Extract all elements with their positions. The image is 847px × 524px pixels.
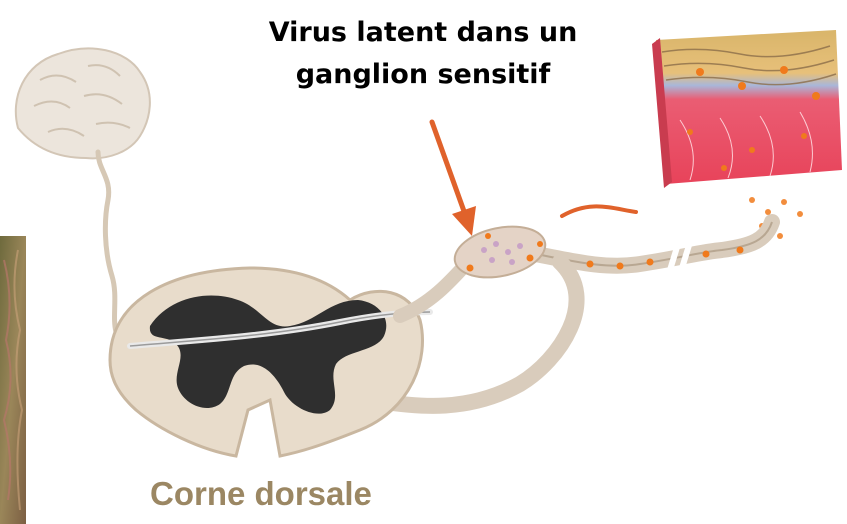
dorsal-root [400, 262, 468, 316]
spinal-cord-section [110, 268, 430, 456]
brain [16, 48, 150, 332]
pointer-arrow [432, 122, 476, 236]
micrograph-strip [0, 236, 26, 524]
annotation-line-2: ganglion sensitif [232, 54, 614, 96]
skin-block [652, 30, 842, 239]
structure-label: Corne dorsale [150, 474, 490, 514]
squiggle-mark [562, 206, 636, 216]
ganglion-annotation: Virus latent dans un ganglion sensitif [232, 12, 614, 96]
annotation-line-1: Virus latent dans un [232, 12, 614, 54]
